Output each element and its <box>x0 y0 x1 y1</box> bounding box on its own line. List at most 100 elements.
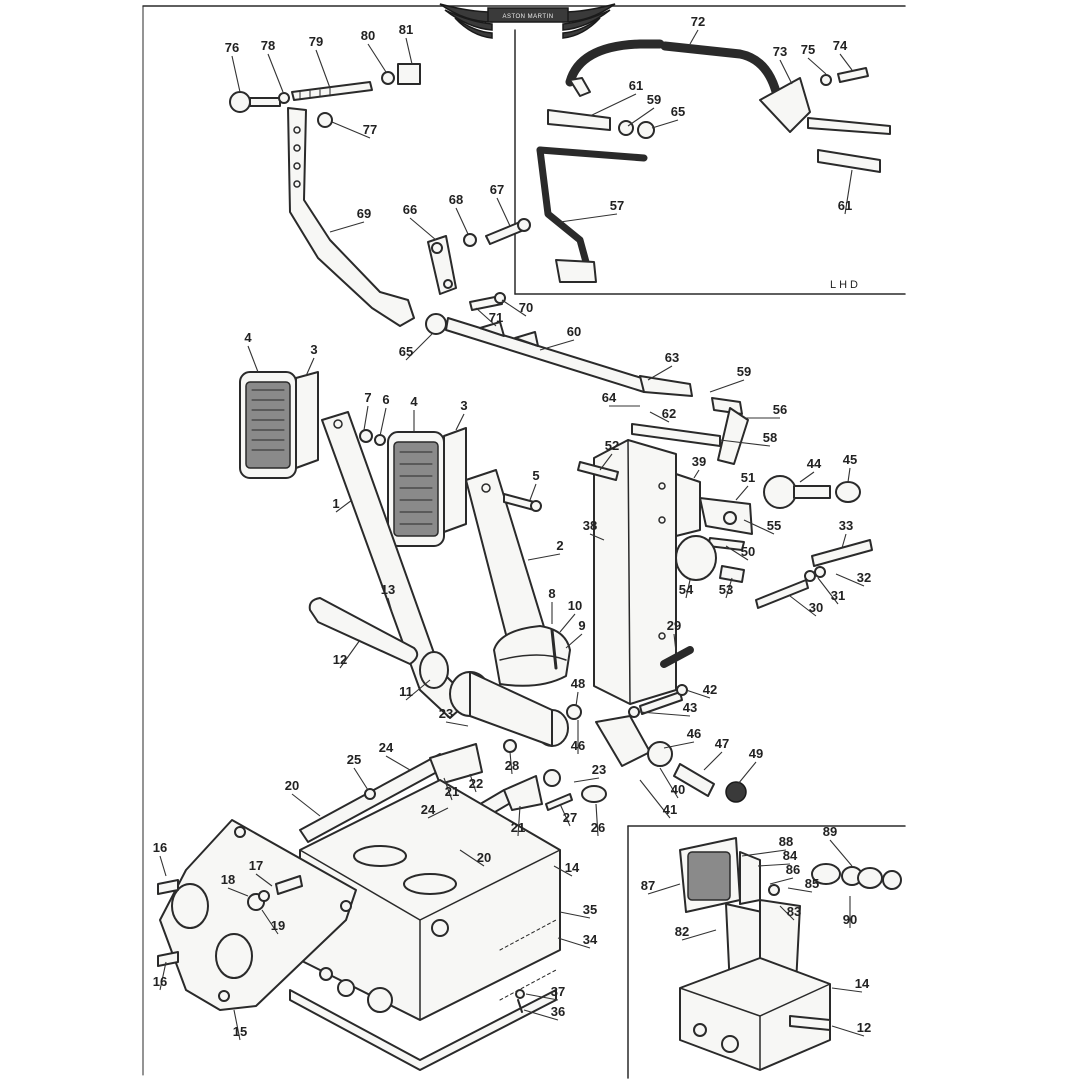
leader-c23a <box>445 721 469 727</box>
leader-c84 <box>757 863 791 867</box>
callout-c57: 57 <box>610 198 624 213</box>
callout-c82: 82 <box>675 924 689 939</box>
callout-c46a: 46 <box>571 738 585 753</box>
callout-c61b: 61 <box>838 198 852 213</box>
callout-c83: 83 <box>787 904 801 919</box>
callout-c78: 78 <box>261 38 275 53</box>
callout-c53: 53 <box>719 582 733 597</box>
leader-c36 <box>523 1009 559 1021</box>
callout-c70: 70 <box>519 300 533 315</box>
callout-c7: 7 <box>364 390 371 405</box>
callout-c29: 29 <box>667 618 681 633</box>
callout-c23a: 23 <box>439 706 453 721</box>
leader-c51 <box>735 485 749 501</box>
callout-c75: 75 <box>801 42 815 57</box>
callout-c59a: 59 <box>647 92 661 107</box>
leader-c77 <box>331 121 371 139</box>
leader-c11 <box>405 679 431 701</box>
bottom-inset-frame <box>627 825 906 1079</box>
leader-c26 <box>595 803 599 837</box>
leader-c7 <box>363 405 369 431</box>
callout-c84: 84 <box>783 848 798 863</box>
leader-c85 <box>787 887 813 893</box>
callout-c4a: 4 <box>244 330 252 345</box>
leader-c70 <box>501 299 527 317</box>
callout-c56: 56 <box>773 402 787 417</box>
leader-c21a <box>443 777 453 801</box>
callout-c71: 71 <box>489 310 503 325</box>
callout-c90: 90 <box>843 912 857 927</box>
leader-c19 <box>261 909 279 935</box>
callout-c12b: 12 <box>857 1020 871 1035</box>
callout-c20b: 20 <box>477 850 491 865</box>
callout-c50: 50 <box>741 544 755 559</box>
leader-c30 <box>789 595 817 617</box>
leader-c14a <box>553 865 573 877</box>
inset-pedal-assembly <box>679 837 902 1071</box>
leader-c58 <box>719 439 771 447</box>
throttle-rod-assembly <box>229 63 421 128</box>
leader-c27 <box>559 803 571 827</box>
callout-c41: 41 <box>663 802 677 817</box>
callout-c33: 33 <box>839 518 853 533</box>
leader-c50 <box>725 545 749 561</box>
leader-c73 <box>779 59 793 85</box>
callout-c72: 72 <box>691 14 705 29</box>
leader-c62 <box>649 411 670 423</box>
callout-c26: 26 <box>591 820 605 835</box>
callout-c10: 10 <box>568 598 582 613</box>
callout-c87: 87 <box>641 878 655 893</box>
leader-c39 <box>693 469 700 479</box>
lhd-link-rod <box>536 146 648 283</box>
leader-c20b <box>459 849 485 867</box>
leader-c52 <box>599 453 613 471</box>
callout-c74: 74 <box>833 38 848 53</box>
leader-c67 <box>496 197 511 227</box>
leader-c3b <box>455 413 465 431</box>
callout-c14b: 14 <box>855 976 870 991</box>
callout-c66: 66 <box>403 202 417 217</box>
leader-c1 <box>335 499 353 513</box>
leader-c61a <box>589 93 637 117</box>
leader-c13 <box>387 597 393 613</box>
callout-c4b: 4 <box>410 394 418 409</box>
callout-c21a: 21 <box>445 784 459 799</box>
leader-c15 <box>233 1009 241 1041</box>
leader-c43 <box>639 711 691 717</box>
leader-c14b <box>831 987 863 993</box>
callout-c9: 9 <box>578 618 585 633</box>
lhd-cross-rod <box>547 39 891 173</box>
leader-c41 <box>639 779 671 819</box>
leader-c57 <box>559 213 618 223</box>
mounting-flange <box>157 819 357 1011</box>
leader-c12a <box>339 639 361 669</box>
leader-c38 <box>589 533 605 541</box>
leader-c31 <box>817 577 839 605</box>
callout-c63: 63 <box>665 350 679 365</box>
leader-c65a <box>405 333 433 361</box>
sheet-frame <box>142 5 906 1076</box>
callout-c15: 15 <box>233 1024 247 1039</box>
leader-c48 <box>575 691 579 707</box>
callout-c8: 8 <box>548 586 555 601</box>
callout-c32: 32 <box>857 570 871 585</box>
callout-c76: 76 <box>225 40 239 55</box>
callout-c43: 43 <box>683 700 697 715</box>
leader-c63 <box>647 365 673 381</box>
leader-c28 <box>509 751 513 775</box>
leader-c4a <box>247 345 259 373</box>
leader-c47 <box>703 751 723 771</box>
leader-c22 <box>469 773 477 793</box>
callout-c2: 2 <box>556 538 563 553</box>
callout-c77: 77 <box>363 122 377 137</box>
callout-c61a: 61 <box>629 78 643 93</box>
callout-c13: 13 <box>381 582 395 597</box>
pedal-pivot-shaft <box>308 597 569 747</box>
leader-c74 <box>839 53 853 71</box>
leader-c82 <box>681 929 717 941</box>
callout-c48: 48 <box>571 676 585 691</box>
callout-leaders <box>159 29 865 1041</box>
callout-c89: 89 <box>823 824 837 839</box>
